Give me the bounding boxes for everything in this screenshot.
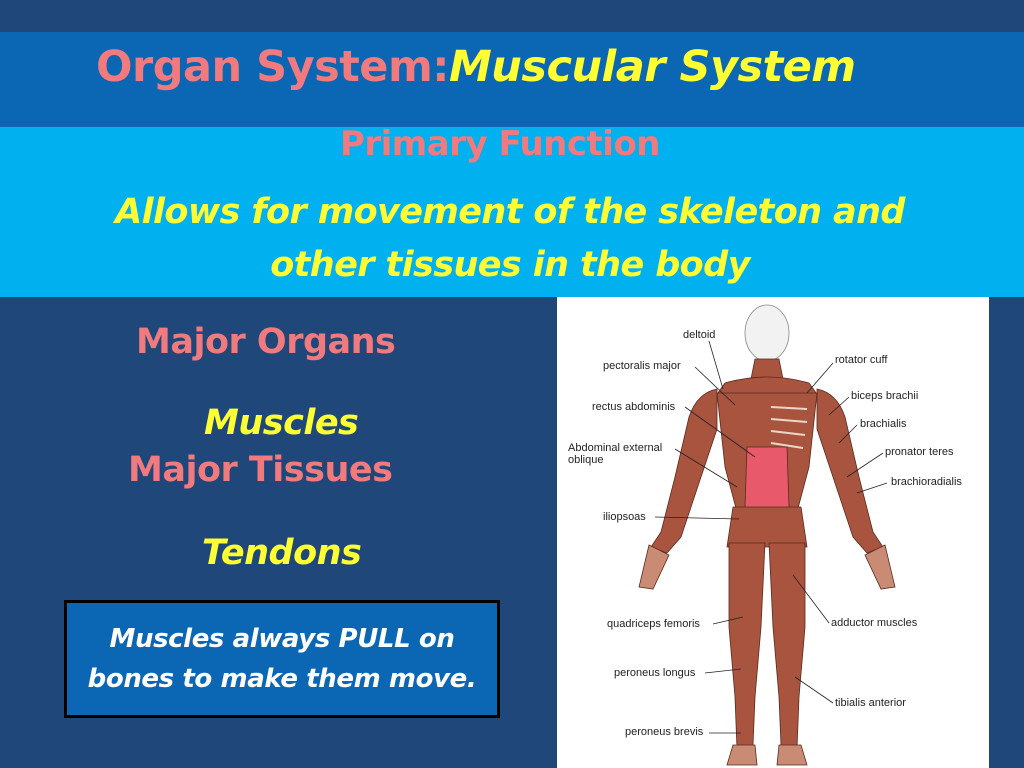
major-tissues-heading: Major Tissues [128, 450, 393, 490]
title-band [0, 32, 1024, 127]
page-title: Organ System:Muscular System [96, 42, 856, 92]
major-organs-item: Muscles [204, 403, 359, 443]
label-peroneus-brevis: peroneus brevis [625, 726, 704, 738]
label-tibialis-anterior: tibialis anterior [835, 697, 906, 709]
title-system-name: Muscular System [448, 42, 856, 92]
note-line-2: bones to make them move. [87, 664, 477, 694]
label-peroneus-longus: peroneus longus [614, 667, 696, 679]
note-box: Muscles always PULL on bones to make the… [64, 600, 500, 718]
label-abdominal-external: Abdominal external [568, 442, 663, 454]
label-brachialis: brachialis [860, 418, 907, 430]
note-text: Muscles always PULL on bones to make the… [67, 619, 497, 699]
label-rotator-cuff: rotator cuff [835, 354, 888, 366]
note-line-1: Muscles always PULL on [109, 624, 455, 654]
title-prefix: Organ System: [96, 42, 449, 92]
label-oblique: oblique [568, 454, 604, 466]
label-rectus-abdominis: rectus abdominis [592, 401, 676, 413]
label-pronator-teres: pronator teres [885, 446, 954, 458]
primary-function-line-1: Allows for movement of the skeleton and [115, 192, 905, 232]
label-brachioradialis: brachioradialis [891, 476, 962, 488]
label-biceps-brachii: biceps brachii [851, 390, 919, 402]
muscular-system-diagram: deltoid pectoralis major rectus abdomini… [557, 297, 989, 768]
primary-function-heading: Primary Function [339, 124, 661, 164]
major-organs-heading: Major Organs [136, 322, 396, 362]
label-adductor-muscles: adductor muscles [831, 617, 918, 629]
label-quadriceps-femoris: quadriceps femoris [607, 618, 700, 630]
muscle-figure-illustration [638, 304, 896, 766]
label-deltoid: deltoid [683, 329, 716, 341]
primary-function-text: Allows for movement of the skeleton and … [100, 186, 920, 292]
label-pectoralis-major: pectoralis major [603, 360, 681, 372]
primary-function-line-2: other tissues in the body [270, 245, 750, 285]
major-tissues-item: Tendons [202, 533, 362, 573]
label-iliopsoas: iliopsoas [603, 511, 646, 523]
function-band [0, 127, 1024, 297]
